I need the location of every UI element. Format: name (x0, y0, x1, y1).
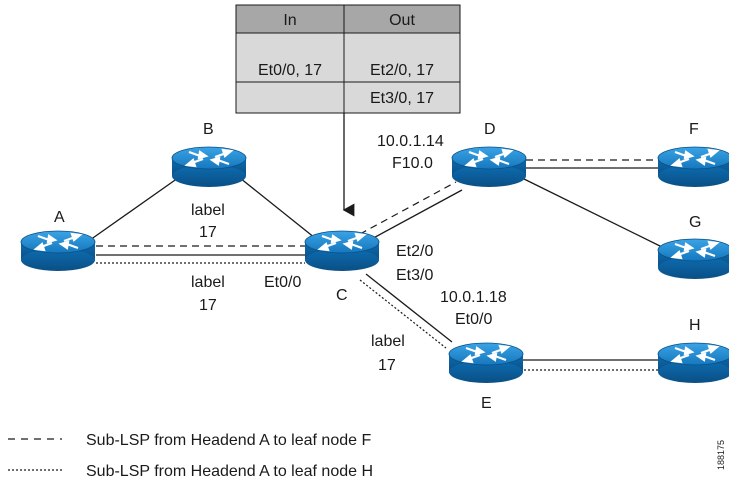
d-if-label: F10.0 (392, 155, 433, 172)
figure-id: 188175 (716, 440, 726, 470)
node-label-h: H (689, 317, 701, 334)
c-et3-label: Et3/0 (396, 267, 433, 284)
node-labels: A B C D E F G H (54, 121, 701, 412)
router-e-icon (447, 341, 525, 385)
table-cell-in-1: Et0/0, 17 (258, 62, 322, 79)
table-header-out: Out (389, 12, 415, 29)
router-b-icon (170, 145, 248, 189)
legend-dashed-text: Sub-LSP from Headend A to leaf node F (86, 432, 371, 449)
link-c-d (365, 189, 463, 243)
table-cell-out-2: Et3/0, 17 (370, 90, 434, 107)
link-d-g (521, 177, 665, 249)
router-d-icon (450, 145, 528, 189)
ab-label-num: 17 (199, 224, 217, 241)
lsp-f-c-d (359, 181, 457, 235)
ac-label-word: label (191, 274, 225, 291)
table-cell-out-1: Et2/0, 17 (370, 62, 434, 79)
c-et0-label: Et0/0 (264, 274, 301, 291)
link-c-e (365, 273, 453, 343)
interface-labels: label 17 label 17 Et0/0 Et2/0 Et3/0 10.0… (191, 133, 507, 374)
table-header-in: In (283, 12, 296, 29)
node-label-d: D (484, 121, 496, 138)
node-label-a: A (54, 209, 65, 226)
link-a-b (89, 177, 179, 241)
d-ip-label: 10.0.1.14 (377, 133, 444, 150)
label-table: In Out Et0/0, 17 Et2/0, 17 Et3/0, 17 (235, 4, 461, 114)
node-label-f: F (689, 121, 699, 138)
router-g-icon (656, 237, 729, 281)
ce-label-word: label (371, 333, 405, 350)
links (89, 159, 665, 371)
e-ip-label: 10.0.1.18 (440, 289, 507, 306)
ce-label-num: 17 (378, 357, 396, 374)
link-b-c (239, 177, 321, 243)
node-label-e: E (481, 395, 492, 412)
router-h-icon (656, 341, 729, 385)
node-label-g: G (689, 214, 701, 231)
node-label-b: B (203, 121, 214, 138)
node-label-c: C (336, 287, 348, 304)
router-a-icon (19, 229, 97, 273)
router-c-icon (303, 229, 381, 273)
router-f-icon (656, 145, 729, 189)
ab-label-word: label (191, 202, 225, 219)
ac-label-num: 17 (199, 297, 217, 314)
c-et2-label: Et2/0 (396, 243, 433, 260)
legend-dotted-text: Sub-LSP from Headend A to leaf node H (86, 463, 373, 480)
legend: Sub-LSP from Headend A to leaf node F Su… (8, 432, 373, 480)
e-if-label: Et0/0 (455, 311, 492, 328)
